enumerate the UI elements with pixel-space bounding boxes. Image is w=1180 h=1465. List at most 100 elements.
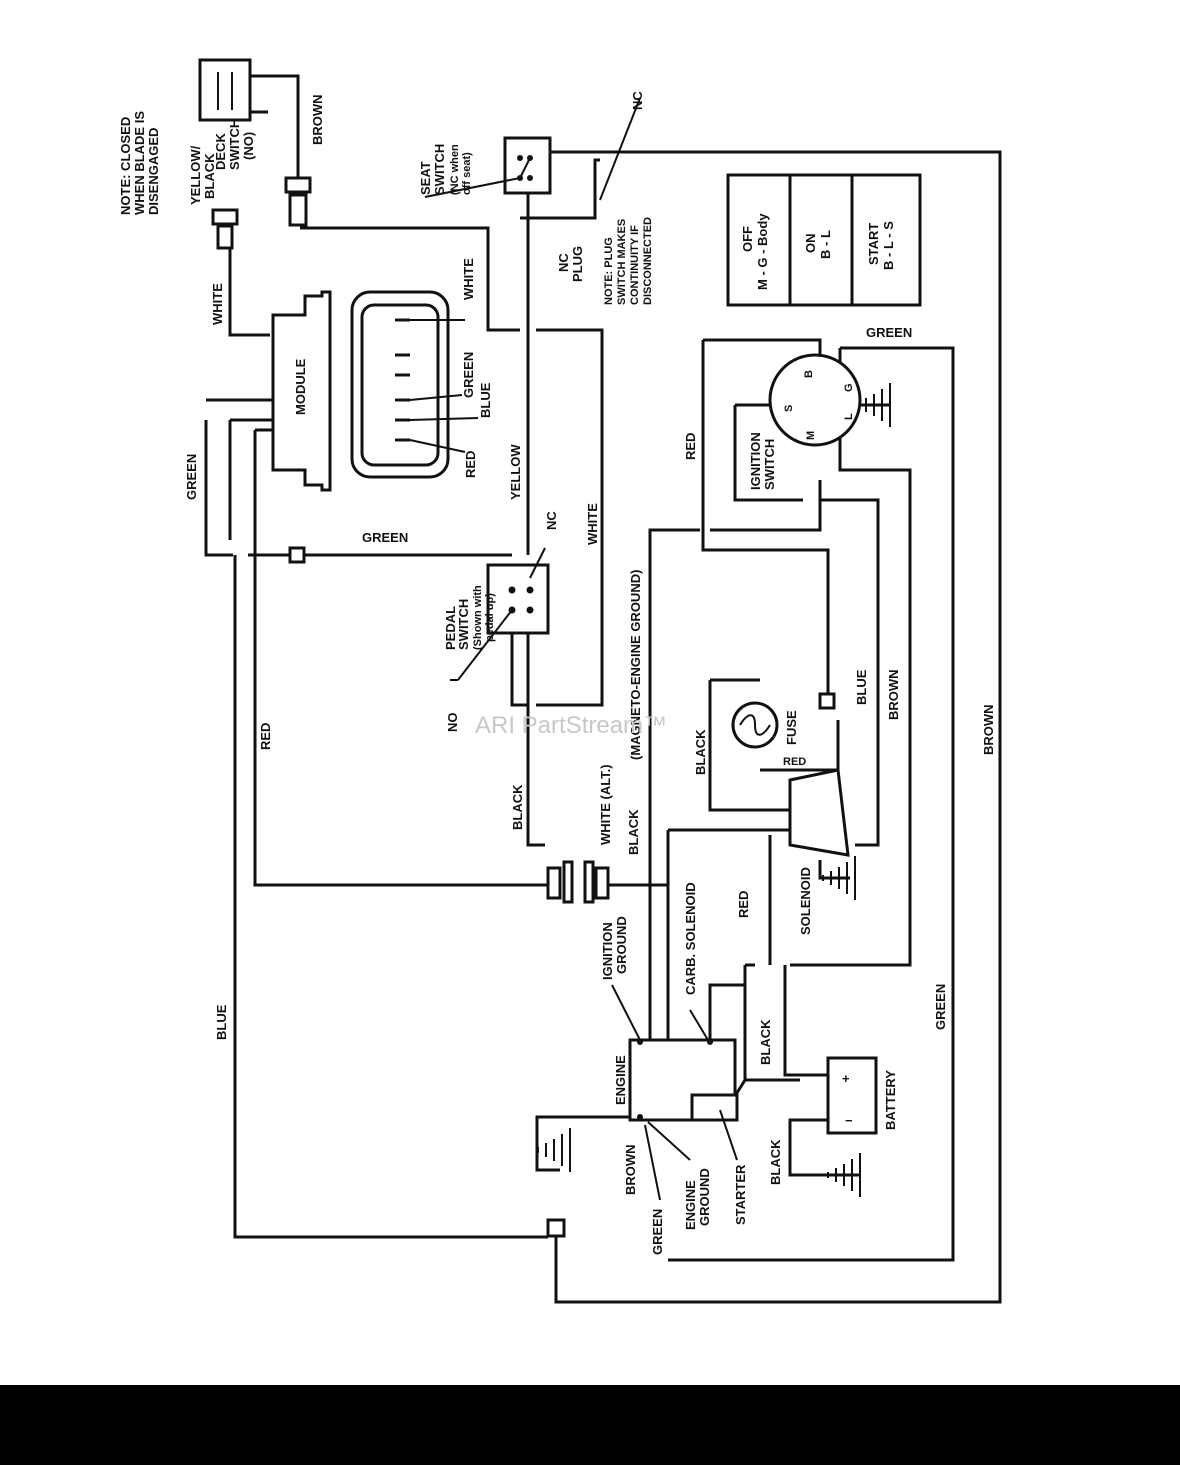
- wire-label: BLUE: [214, 1004, 229, 1040]
- wire-label: BROWN: [886, 669, 901, 720]
- wire-label: RED: [258, 723, 273, 750]
- deck-switch-label: (NO): [241, 132, 256, 160]
- labels: NOTE: CLOSED WHEN BLADE IS DISENGAGED SE…: [118, 91, 996, 1255]
- terminal-s-label: S: [783, 405, 795, 412]
- battery-minus-icon: −: [845, 1113, 853, 1128]
- table-state: OFF: [740, 226, 755, 252]
- nc-pedal-label: NC: [544, 511, 559, 530]
- table-connection: B - L - S: [881, 221, 896, 270]
- wire-label: RED: [683, 433, 698, 460]
- wire-label: BROWN: [981, 704, 996, 755]
- ground-icon: [857, 383, 891, 427]
- nc-seat-label: NC: [630, 91, 645, 110]
- wire-label: GREEN: [461, 352, 476, 398]
- wire-label: GREEN: [184, 454, 199, 500]
- wire-label: YELLOW/: [188, 145, 203, 205]
- engine-ground-label: GROUND: [697, 1168, 712, 1226]
- terminal-g-label: G: [843, 383, 855, 392]
- fuse-label: FUSE: [784, 710, 799, 745]
- table-connection: B - L: [818, 230, 833, 259]
- battery-label: BATTERY: [883, 1070, 898, 1130]
- wires: [204, 74, 1002, 1304]
- wire-label: RED: [463, 451, 478, 478]
- plug-note-line: SWITCH MAKES: [616, 219, 628, 305]
- ground-icon: [822, 856, 856, 900]
- wire-label: BROWN: [310, 94, 325, 145]
- seat-note-line: off seat): [461, 152, 473, 195]
- wire-label: GREEN: [933, 984, 948, 1030]
- ignition-switch-label: IGNITION: [748, 432, 763, 490]
- wiring-diagram: NOTE: CLOSED WHEN BLADE IS DISENGAGED SE…: [118, 58, 1002, 1304]
- switch-table: [726, 173, 922, 307]
- blade-note-line: DISENGAGED: [146, 128, 161, 215]
- battery-plus-icon: +: [842, 1071, 850, 1086]
- ignition-switch-label: SWITCH: [762, 439, 777, 490]
- engine-label: ENGINE: [613, 1055, 628, 1105]
- module-connector: [350, 290, 479, 479]
- blade-note-line: WHEN BLADE IS: [132, 111, 147, 215]
- wire-label: GREEN: [866, 325, 912, 340]
- deck-switch-label: DECK: [213, 133, 228, 170]
- no-pedal-label: NO: [445, 713, 460, 733]
- nc-plug-label: PLUG: [570, 246, 585, 282]
- connector: [211, 176, 312, 250]
- wire-label: YELLOW: [508, 444, 523, 500]
- blade-note-line: NOTE: CLOSED: [118, 117, 133, 215]
- wire-label: BLUE: [478, 382, 493, 418]
- ignition-ground-label: IGNITION: [600, 922, 615, 980]
- terminal-m-label: M: [805, 431, 817, 440]
- wire-label: RED: [736, 891, 751, 918]
- wire-label: WHITE: [210, 283, 225, 325]
- seat-note-line: (NC when: [449, 144, 461, 195]
- ground-icon: [827, 1153, 861, 1197]
- pedal-switch: [450, 547, 550, 681]
- seat-note-line: SEAT: [418, 161, 433, 195]
- wire-label: BLUE: [854, 669, 869, 705]
- ground-icon: [537, 1128, 571, 1172]
- solenoid: [788, 768, 850, 857]
- plug-note-line: NOTE: PLUG: [603, 237, 615, 305]
- wire-label: BLACK: [626, 809, 641, 855]
- wire-label: BLACK: [510, 784, 525, 830]
- wire-label: WHITE (ALT.): [598, 764, 613, 845]
- module-label: MODULE: [293, 358, 308, 415]
- ignition-switch: [768, 353, 862, 447]
- seat-switch: [424, 136, 552, 198]
- terminal-l-label: L: [843, 413, 855, 420]
- engine: [611, 984, 739, 1201]
- pedal-switch-label: pedal up): [484, 593, 496, 642]
- carb-solenoid-label: CARB. SOLENOID: [683, 882, 698, 995]
- bottom-bar: [0, 1385, 1180, 1465]
- plug-note-line: DISCONNECTED: [642, 217, 654, 305]
- module: [271, 290, 332, 492]
- pedal-switch-label: SWITCH: [456, 599, 471, 650]
- wire-label: BLACK: [768, 1139, 783, 1185]
- pedal-switch-label: PEDAL: [443, 606, 458, 650]
- wire-label: (MAGNETO-ENGINE GROUND): [628, 570, 643, 760]
- seat-note-line: SWITCH: [432, 144, 447, 195]
- wire-label: BLACK: [693, 729, 708, 775]
- wire-label: WHITE: [461, 258, 476, 300]
- ground-symbols: [537, 383, 891, 1197]
- wire-label: GREEN: [362, 530, 408, 545]
- deck-switch: [198, 58, 252, 122]
- engine-ground-label: ENGINE: [683, 1180, 698, 1230]
- fuse: [731, 701, 779, 749]
- wire-label: BLACK: [758, 1019, 773, 1065]
- table-state: START: [866, 223, 881, 265]
- wire-label: BLACK: [202, 153, 217, 199]
- inline-connector: [288, 546, 836, 1238]
- ignition-ground-label: GROUND: [614, 916, 629, 974]
- wire-label: GREEN: [650, 1209, 665, 1255]
- deck-switch-label: SWITCH: [227, 119, 242, 170]
- solenoid-label: SOLENOID: [798, 867, 813, 935]
- watermark: ARI PartStream™: [475, 712, 667, 739]
- wire-label: WHITE: [585, 503, 600, 545]
- table-state: ON: [803, 234, 818, 254]
- wire-label: RED: [783, 756, 806, 768]
- nc-plug-label: NC: [556, 253, 571, 272]
- terminal-b-label: B: [803, 370, 815, 378]
- pedal-switch-label: (Shown with: [472, 585, 484, 650]
- starter-label: STARTER: [733, 1164, 748, 1225]
- battery: [826, 1056, 878, 1135]
